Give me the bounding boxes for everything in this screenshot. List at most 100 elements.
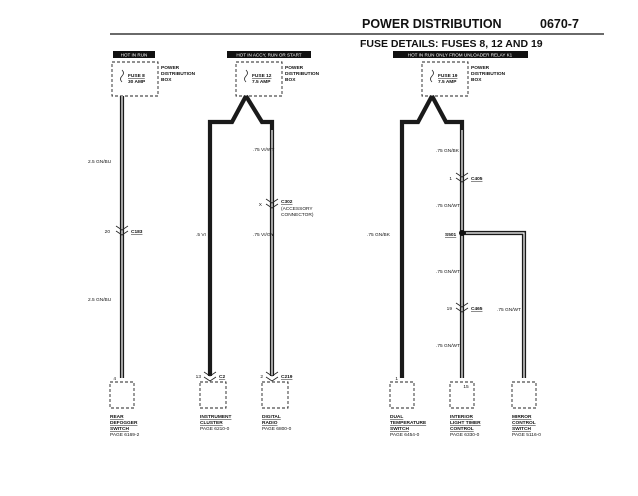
c302-label: C302 <box>281 199 293 205</box>
wire-label: .75 GN/BK <box>436 148 460 154</box>
c219-label: C219 <box>281 374 293 380</box>
c302-desc-2: CONNECTOR) <box>281 212 314 218</box>
wire-label: .75 GN/WT <box>436 343 460 349</box>
pdb-label-1: POWER <box>471 65 490 71</box>
connector-c465-icon <box>455 302 469 313</box>
comp-3-line2: RADIO <box>262 420 278 426</box>
dual-temperature-switch-box <box>389 381 415 409</box>
c219-pin: 2 <box>260 374 263 380</box>
instrument-cluster-box <box>199 381 227 409</box>
wire-label: .75 GN/WT <box>436 269 460 275</box>
c183-label: C183 <box>131 229 143 235</box>
pdb-label-3: BOX <box>471 77 482 83</box>
comp-2-page: PAGE 6210-0 <box>200 426 230 432</box>
comp-6-line3: SWITCH <box>512 426 531 432</box>
wire-0-75-gn-wt-branch-stripe <box>466 232 525 378</box>
wire-label: .75 VI/GY <box>253 232 275 238</box>
fuse-12-box <box>235 61 283 97</box>
fuse-19-rating: 7.5 AMP <box>438 79 457 85</box>
c2-label: C2 <box>219 374 225 380</box>
connector-c405-icon <box>455 172 469 183</box>
comp-5-line3: CONTROL <box>450 426 474 432</box>
comp-5-line1: INTERIOR <box>450 414 473 420</box>
comp-4-line3: SWITCH <box>390 426 409 432</box>
pdb-label-2: DISTRIBUTION <box>471 71 506 77</box>
s501-label: S501 <box>445 232 457 238</box>
hot-in-run-banner <box>113 51 155 58</box>
pdb-label-1: POWER <box>161 65 180 71</box>
comp-6-page: PAGE 5116-0 <box>512 432 541 438</box>
c183-pin: 20 <box>105 229 111 235</box>
comp-4-line2: TEMPERATURE <box>390 420 427 426</box>
connector-c2-icon <box>203 371 217 382</box>
pdb-label-2: DISTRIBUTION <box>161 71 196 77</box>
pdb-label-1: POWER <box>285 65 304 71</box>
comp-1-line1: REAR <box>110 414 124 420</box>
comp-4-line1: DUAL <box>390 414 403 420</box>
comp-1-line3: SWITCH <box>110 426 129 432</box>
rear-defogger-switch-box <box>109 381 135 409</box>
c302-pin: X <box>259 202 263 208</box>
fuse-12-rating: 7.5 AMP <box>252 79 271 85</box>
hot-in-run-only-banner <box>393 51 528 58</box>
wire-label: .5 VI <box>196 232 206 238</box>
digital-radio-box <box>261 381 289 409</box>
comp-6-line1: MIRROR <box>512 414 532 420</box>
pdb-label-3: BOX <box>285 77 296 83</box>
pdb-label-2: DISTRIBUTION <box>285 71 320 77</box>
wire-label: 2.5 GN/BU <box>88 159 112 165</box>
comp-5-page: PAGE 6330-0 <box>450 432 480 438</box>
fuse-8-box <box>111 61 159 97</box>
wire-label: .75 GN/WT <box>436 203 460 209</box>
c302-desc-1: (ACCESSORY <box>281 206 313 212</box>
fuse-8-name: FUSE 8 <box>128 73 145 79</box>
comp-4-page: PAGE 6454-0 <box>390 432 420 438</box>
comp-1-line2: DEFOGGER <box>110 420 138 426</box>
connector-c302-icon <box>265 198 279 209</box>
c465-label: C465 <box>471 306 483 312</box>
hot-in-run-label: HOT IN RUN <box>121 53 148 58</box>
hot-in-run-only-label: HOT IN RUN ONLY FROM UNLOADER RELAY K1 <box>408 53 513 58</box>
section-subtitle: FUSE DETAILS: FUSES 8, 12 AND 19 <box>360 38 543 50</box>
hot-in-accy-banner <box>227 51 311 58</box>
wire-0-75-gn-wt-branch <box>462 230 527 378</box>
fuse-19-icon <box>430 69 434 83</box>
wire-label: .75 GN/BK <box>367 232 391 238</box>
c405-pin: 1 <box>449 176 452 182</box>
fuse-12-icon <box>244 69 248 83</box>
wire-0-5-vi <box>207 95 248 376</box>
comp-2-line1: INSTRUMENT <box>200 414 232 420</box>
hot-in-accy-label: HOT IN ACCY, RUN OR START <box>236 53 301 58</box>
comp-5-pin: 15 <box>463 384 469 390</box>
comp-1-page: PAGE 6169-2 <box>110 432 140 438</box>
wire-label: 2.5 GN/BU <box>88 297 112 303</box>
fuse-12-name: FUSE 12 <box>252 73 272 79</box>
comp-2-line2: CLUSTER <box>200 420 223 426</box>
wire-0-75-gn-bk-left <box>399 95 434 378</box>
fuse-19-name: FUSE 19 <box>438 73 458 79</box>
pdb-label-3: BOX <box>161 77 172 83</box>
fuse-8-icon <box>120 69 124 83</box>
comp-3-line1: DIGITAL <box>262 414 281 420</box>
wire-label: .75 GN/WT <box>497 307 521 313</box>
splice-s501-dot <box>459 230 465 236</box>
fuse-19-box <box>421 61 469 97</box>
connector-c183-icon <box>115 225 129 236</box>
interior-light-timer-box <box>449 381 475 409</box>
comp-6-line2: CONTROL <box>512 420 536 426</box>
comp-4-pin: 1 <box>395 376 398 382</box>
page-code: 0670-7 <box>540 17 579 31</box>
c405-label: C405 <box>471 176 483 182</box>
page-title: POWER DISTRIBUTION <box>362 17 502 31</box>
comp-5-line2: LIGHT TIMER <box>450 420 481 426</box>
comp-1-pin: 4 <box>113 376 116 382</box>
fuse-8-rating: 30 AMP <box>128 79 146 85</box>
mirror-control-switch-box <box>511 381 537 409</box>
wire-label: .75 VI/WT <box>253 147 274 153</box>
connector-c219-icon <box>265 371 279 382</box>
c465-pin: 19 <box>447 306 453 312</box>
c2-pin: 13 <box>196 374 202 380</box>
comp-3-page: PAGE 6800-0 <box>262 426 292 432</box>
